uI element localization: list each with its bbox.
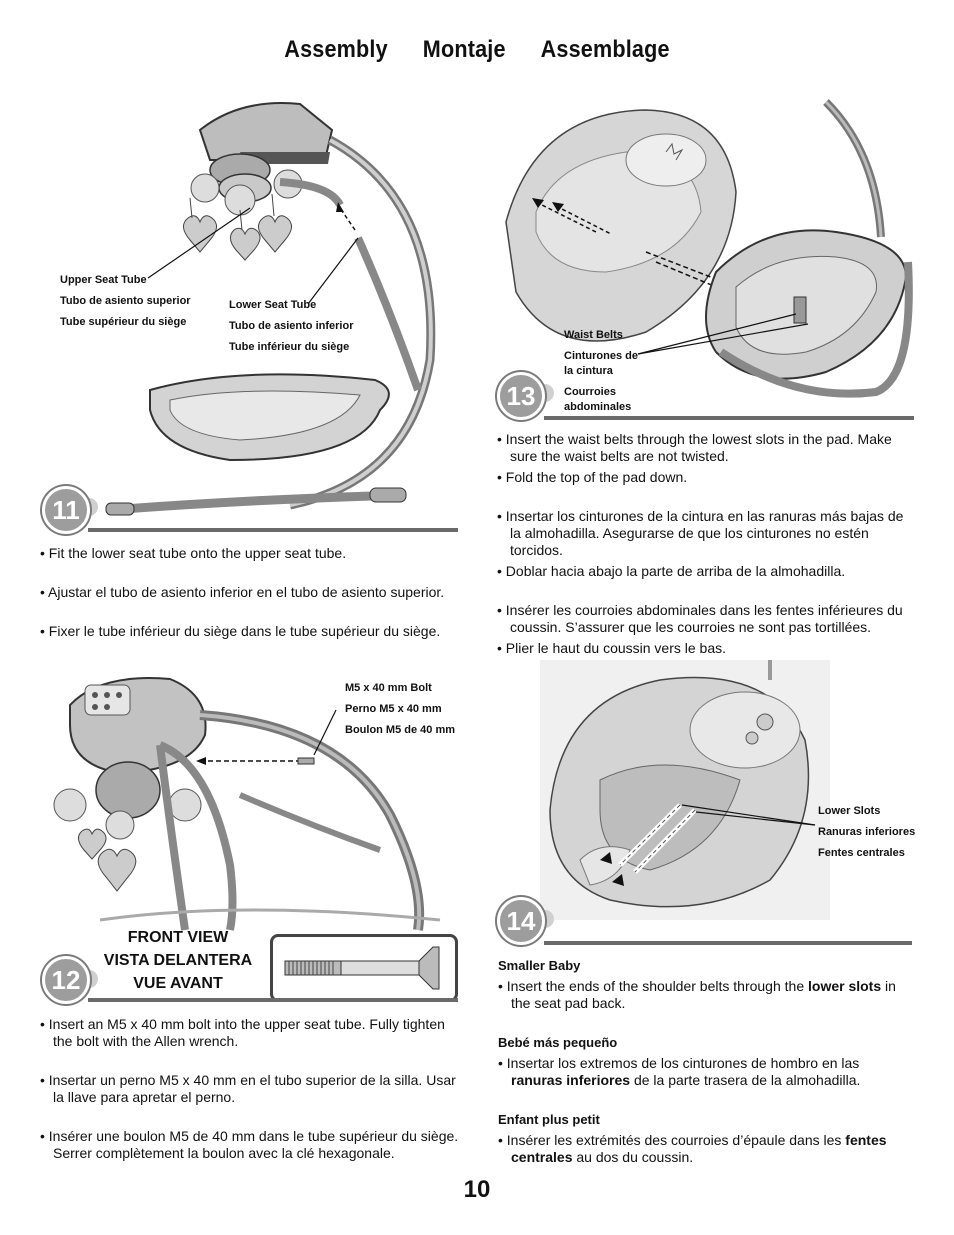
step13-illustration — [505, 99, 913, 398]
upper-seat-tube-label: Upper Seat Tube Tubo de asiento superior… — [60, 274, 191, 328]
step14-heading-es: Bebé más pequeño — [498, 1035, 618, 1050]
title-en: Assembly — [284, 36, 388, 63]
step14-badge: 14 — [497, 897, 545, 945]
step13-text-es-2: • Doblar hacia abajo la parte de arriba … — [497, 563, 846, 579]
step12-text: • Insert an M5 x 40 mm bolt into the upp… — [40, 1016, 460, 1184]
step14-heading-fr: Enfant plus petit — [498, 1112, 600, 1127]
step11-text-en: • Fit the lower seat tube onto the upper… — [40, 545, 347, 561]
step13-text-fr-1: • Insérer les courroies abdominales dans… — [497, 602, 903, 635]
step14-divider — [544, 941, 912, 945]
step12-text-en: • Insert an M5 x 40 mm bolt into the upp… — [40, 1016, 445, 1049]
step11-text: • Fit the lower seat tube onto the upper… — [40, 545, 460, 662]
step13-text-es-1: • Insertar los cinturones de la cintura … — [497, 508, 904, 558]
lower-seat-tube-label: Lower Seat Tube Tubo de asiento inferior… — [229, 299, 354, 353]
step11-text-es: • Ajustar el tubo de asiento inferior en… — [40, 584, 445, 600]
title-es: Montaje — [422, 36, 506, 63]
step12-divider — [88, 998, 458, 1002]
front-view-label: FRONT VIEW VISTA DELANTERA VUE AVANT — [103, 929, 253, 992]
step14-text: Smaller Baby • Insert the ends of the sh… — [498, 957, 913, 1188]
step12-illustration — [53, 677, 441, 931]
waist-belts-label: Waist Belts Cinturones de la cintura Cou… — [564, 329, 638, 413]
bolt-label: M5 x 40 mm Bolt Perno M5 x 40 mm Boulon … — [345, 682, 456, 736]
step14-text-fr: • Insérer les extrémités des courroies d… — [498, 1132, 887, 1165]
step13-text-en-1: • Insert the waist belts through the low… — [497, 431, 892, 464]
step12-text-fr: • Insérer une boulon M5 de 40 mm dans le… — [40, 1128, 459, 1161]
step11-text-fr: • Fixer le tube inférieur du siège dans … — [40, 623, 441, 639]
step14-illustration — [540, 660, 830, 920]
page-number: 10 — [463, 1176, 491, 1203]
step11-divider — [88, 528, 458, 532]
title-fr: Assemblage — [540, 36, 670, 63]
step13-text-en-2: • Fold the top of the pad down. — [497, 469, 688, 485]
step11-badge: 11 — [42, 486, 90, 534]
step14-heading-en: Smaller Baby — [498, 958, 581, 973]
step14-text-en: • Insert the ends of the shoulder belts … — [498, 978, 896, 1011]
step13-text-fr-2: • Plier le haut du coussin vers le bas. — [497, 640, 727, 656]
step13-badge: 13 — [497, 372, 545, 420]
bolt-detail-box — [270, 934, 458, 1002]
step11-illustration — [105, 102, 436, 516]
step13-text: • Insert the waist belts through the low… — [497, 431, 912, 679]
lower-slots-label: Lower Slots Ranuras inferiores Fentes ce… — [818, 805, 916, 859]
step14-text-es: • Insertar los extremos de los cinturone… — [498, 1055, 861, 1088]
step12-text-es: • Insertar un perno M5 x 40 mm en el tub… — [40, 1072, 456, 1105]
bolt-detail-icon — [284, 946, 440, 990]
step13-divider — [544, 416, 914, 420]
page-title: Assembly Montaje Assemblage — [48, 36, 907, 64]
step12-badge: 12 — [42, 956, 90, 1004]
